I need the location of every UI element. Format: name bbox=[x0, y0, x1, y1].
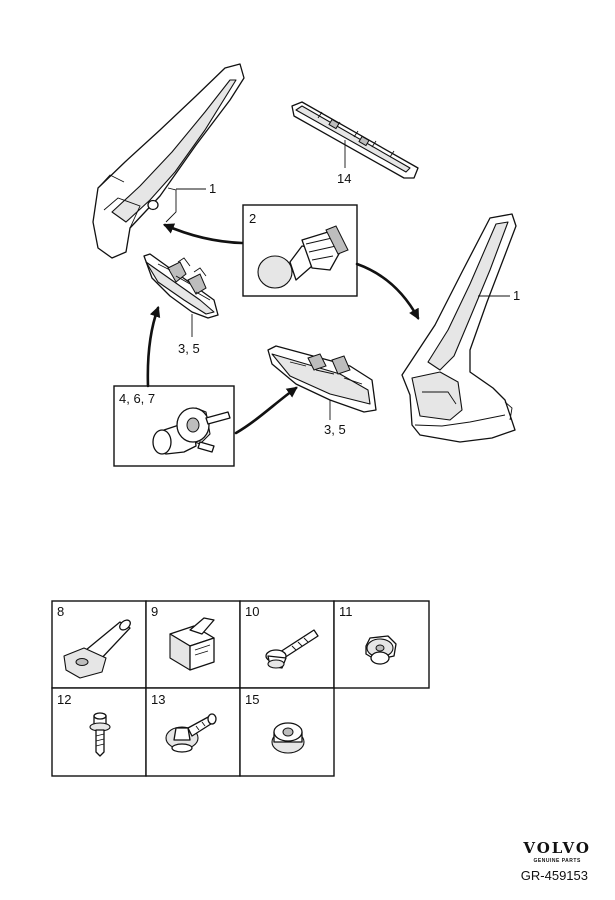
callout-part-14: 14 bbox=[337, 171, 351, 186]
callout-part-4-6-7: 4, 6, 7 bbox=[119, 391, 155, 406]
bolt-part-12 bbox=[89, 712, 111, 757]
brand-logo: VOLVO bbox=[523, 839, 591, 857]
arrow-to-lower-lamp bbox=[234, 386, 298, 435]
grid-label-10: 10 bbox=[245, 604, 259, 619]
callout-lamp-upper: 3, 5 bbox=[178, 341, 200, 356]
lamp-lower bbox=[267, 345, 377, 413]
fastener-grid: 8 9 10 11 12 13 15 bbox=[51, 600, 430, 777]
stud-part-13 bbox=[165, 713, 217, 753]
clip-part-8 bbox=[63, 619, 131, 679]
bolt-part-10 bbox=[265, 629, 319, 669]
callout-part-2: 2 bbox=[249, 211, 256, 226]
pillar-trim-right bbox=[401, 213, 517, 443]
callout-part-1-left: 1 bbox=[209, 181, 216, 196]
diagram-reference: GR-459153 bbox=[520, 868, 588, 883]
brand-subtitle: GENUINE PARTS bbox=[533, 858, 581, 864]
callout-lamp-lower: 3, 5 bbox=[324, 422, 346, 437]
arrow-to-left-pillar bbox=[163, 223, 244, 245]
kit-part-9 bbox=[169, 617, 215, 671]
nut-part-11 bbox=[365, 635, 397, 665]
arrow-to-upper-lamp bbox=[146, 305, 161, 388]
bulb-box bbox=[242, 204, 358, 297]
grid-label-8: 8 bbox=[57, 604, 64, 619]
pillar-trim-left bbox=[92, 63, 245, 259]
callout-part-1-right: 1 bbox=[513, 288, 520, 303]
grid-label-9: 9 bbox=[151, 604, 158, 619]
grid-cell-10 bbox=[239, 600, 335, 689]
grid-label-15: 15 bbox=[245, 692, 259, 707]
socket-box bbox=[113, 385, 235, 467]
grid-label-11: 11 bbox=[339, 604, 353, 619]
grid-label-13: 13 bbox=[151, 692, 165, 707]
arrow-to-right-pillar bbox=[355, 262, 420, 320]
lamp-upper bbox=[143, 253, 219, 319]
brand-mark: VOLVO GENUINE PARTS bbox=[523, 839, 591, 865]
trim-strip bbox=[291, 101, 419, 179]
grommet-part-15 bbox=[271, 722, 305, 754]
grid-label-12: 12 bbox=[57, 692, 71, 707]
